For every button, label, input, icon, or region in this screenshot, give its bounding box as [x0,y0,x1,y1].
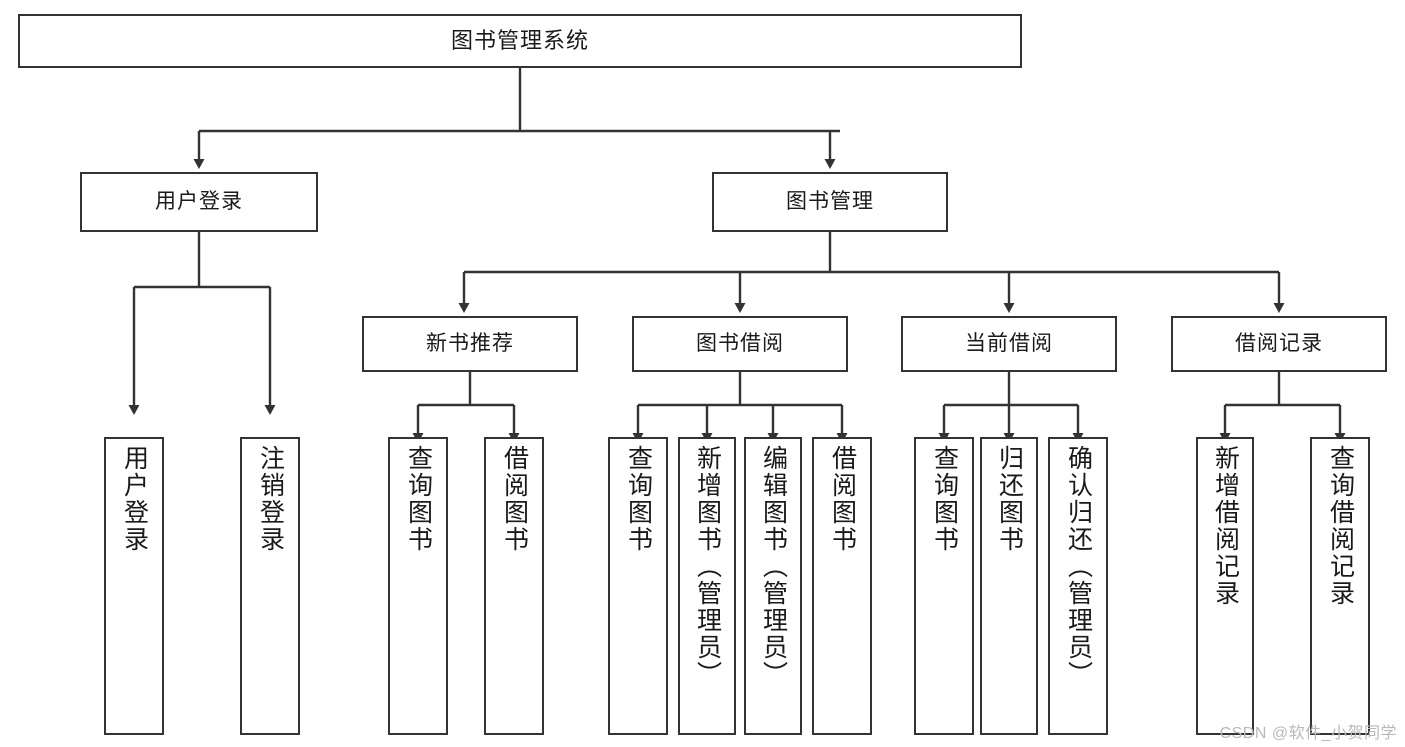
leaf-current-return-book-label: 归还图书 [995,445,1024,553]
leaf-current-query-book[interactable]: 查询图书 [914,437,974,735]
leaf-current-return-book[interactable]: 归还图书 [980,437,1038,735]
node-user-login[interactable]: 用户登录 [80,172,318,232]
leaf-current-confirm-return-admin[interactable]: 确认归还（管理员） [1048,437,1108,735]
node-root-label: 图书管理系统 [450,27,589,53]
watermark: CSDN @软件_小贺同学 [1219,725,1397,742]
node-current-borrow[interactable]: 当前借阅 [901,316,1117,372]
leaf-borrow-add-book-admin-label: 新增图书（管理员） [693,445,722,688]
leaf-borrow-add-book-admin[interactable]: 新增图书（管理员） [678,437,736,735]
leaf-record-add-borrow-record[interactable]: 新增借阅记录 [1196,437,1254,735]
leaf-current-confirm-return-admin-label: 确认归还（管理员） [1064,445,1093,688]
leaf-borrow-borrow-book-label: 借阅图书 [828,445,857,553]
leaf-record-query-borrow-record[interactable]: 查询借阅记录 [1310,437,1370,735]
leaf-user-login[interactable]: 用户登录 [104,437,164,735]
leaf-newbook-query-book-label: 查询图书 [404,445,433,553]
node-borrow-record-label: 借阅记录 [1235,332,1323,356]
leaf-borrow-borrow-book[interactable]: 借阅图书 [812,437,872,735]
node-current-borrow-label: 当前借阅 [965,332,1053,356]
node-book-borrow-label: 图书借阅 [696,332,784,356]
node-book-management[interactable]: 图书管理 [712,172,948,232]
leaf-newbook-query-book[interactable]: 查询图书 [388,437,448,735]
leaf-borrow-query-book-label: 查询图书 [624,445,653,553]
node-book-borrow[interactable]: 图书借阅 [632,316,848,372]
node-root[interactable]: 图书管理系统 [18,14,1022,68]
leaf-current-query-book-label: 查询图书 [930,445,959,553]
leaf-record-query-borrow-record-label: 查询借阅记录 [1326,445,1355,607]
node-user-login-label: 用户登录 [155,190,243,214]
leaf-newbook-borrow-book[interactable]: 借阅图书 [484,437,544,735]
node-book-management-label: 图书管理 [786,190,874,214]
leaf-logout[interactable]: 注销登录 [240,437,300,735]
leaf-record-add-borrow-record-label: 新增借阅记录 [1211,445,1240,607]
leaf-borrow-edit-book-admin[interactable]: 编辑图书（管理员） [744,437,802,735]
leaf-borrow-query-book[interactable]: 查询图书 [608,437,668,735]
node-borrow-record[interactable]: 借阅记录 [1171,316,1387,372]
leaf-logout-label: 注销登录 [256,445,285,553]
leaf-user-login-label: 用户登录 [120,445,149,553]
leaf-newbook-borrow-book-label: 借阅图书 [500,445,529,553]
leaf-borrow-edit-book-admin-label: 编辑图书（管理员） [759,445,788,688]
node-new-book-recommend[interactable]: 新书推荐 [362,316,578,372]
node-new-book-recommend-label: 新书推荐 [426,332,514,356]
